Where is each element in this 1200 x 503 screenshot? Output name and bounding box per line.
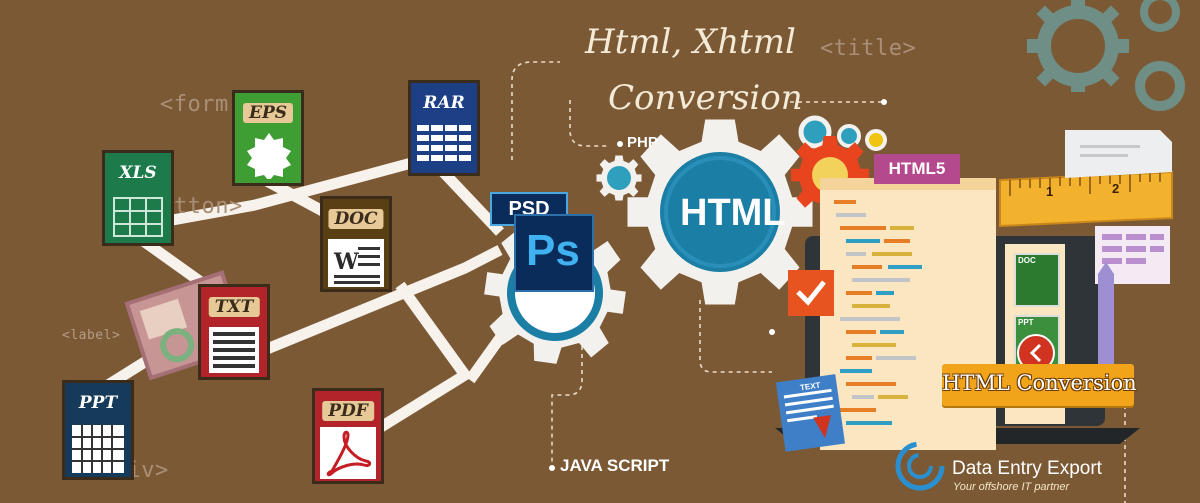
brand-name: Data Entry Export (952, 458, 1102, 479)
brand-tagline: Your offshore IT partner (953, 481, 1070, 493)
brand-logo (895, 441, 945, 491)
decor-gear-tiny (1140, 0, 1180, 32)
code-tag-button: tton> (174, 194, 243, 219)
title-line-2: Conversion (608, 78, 803, 118)
code-editor (820, 178, 996, 450)
code-tag-title: <title> (820, 36, 917, 61)
ppt-table-icon (72, 425, 124, 473)
html-label: HTML (680, 192, 786, 234)
mini-ppt-label: PPT (1018, 318, 1034, 327)
svg-text:W: W (333, 249, 359, 275)
ruler (999, 170, 1173, 228)
ppt-file-icon: PPT (62, 380, 134, 480)
text-doc-icon (775, 374, 845, 452)
code-tag-label: <label> (62, 328, 121, 343)
html-conversion-text: HTML Conversion (942, 371, 1137, 395)
eps-file-icon: EPS (232, 90, 304, 186)
xls-grid-icon (113, 197, 163, 237)
code-tag-form: <form (160, 92, 229, 117)
php-label: PHP (627, 134, 658, 151)
decor-gear-large (1037, 5, 1119, 87)
psd-file-icon: PSD Ps (490, 192, 598, 292)
rar-file-icon: RAR (408, 80, 480, 176)
rar-grid-icon (417, 125, 471, 161)
javascript-label: JAVA SCRIPT (560, 456, 670, 475)
php-gear (596, 155, 642, 201)
decor-gear-small (1135, 61, 1185, 111)
ruler-mark-1: 1 (1046, 184, 1054, 199)
dashed-connectors (511, 61, 1126, 503)
pdf-file-icon: PDF (312, 388, 384, 484)
xls-file-icon: XLS (102, 150, 174, 246)
ruler-mark-2: 2 (1112, 181, 1120, 196)
html-conversion-banner: HTML Conversion (942, 364, 1137, 406)
pdf-acrobat-icon (320, 427, 376, 479)
ps-logo: Ps (514, 214, 594, 292)
html5-badge: HTML5 (874, 154, 960, 184)
txt-lines-icon (209, 327, 259, 373)
pencil (1098, 262, 1114, 380)
doc-word-icon: W (328, 239, 384, 287)
html-gear (627, 119, 813, 305)
check-square (788, 270, 834, 316)
eps-badge-icon (247, 133, 291, 179)
doc-file-icon: DOC W (320, 196, 392, 292)
title-line-1: Html, Xhtml (585, 22, 796, 62)
mini-doc-label: DOC (1018, 256, 1036, 265)
txt-file-icon: TXT (198, 284, 270, 380)
